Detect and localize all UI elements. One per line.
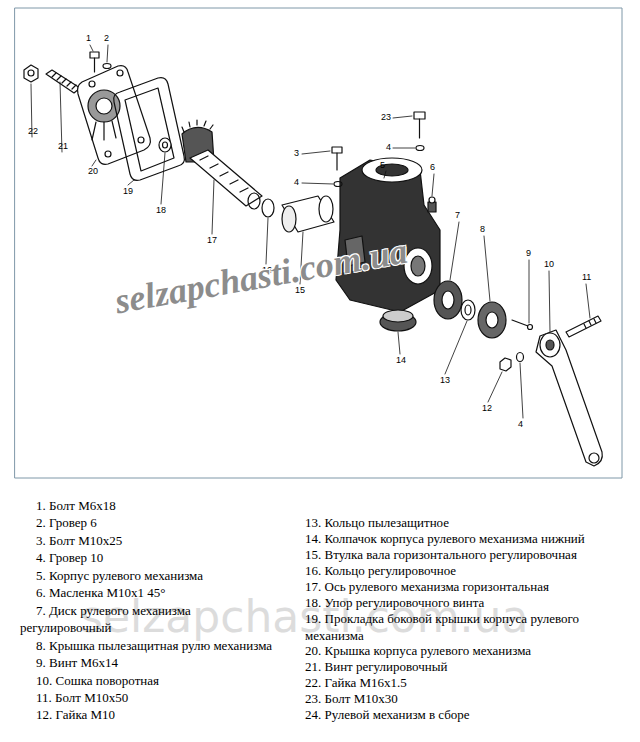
parts-list-item: 14. Колпачок корпуса рулевого механизма …: [305, 530, 625, 547]
lower-cap: [380, 310, 416, 331]
parts-list-item: 16. Кольцо регулировочное: [305, 562, 625, 579]
callout-number: 1: [86, 33, 91, 44]
callout-number: 14: [396, 355, 406, 366]
grease-fitting: [428, 197, 436, 212]
callout-number: 4: [294, 177, 299, 188]
parts-list-item: 22. Гайка М16х1.5: [305, 674, 625, 691]
parts-list-item: 7. Диск рулевого механизма регулировочны…: [20, 602, 260, 636]
parts-list-item: 15. Втулка вала горизонтального регулиро…: [305, 546, 625, 563]
parts-list-item: 3. Болт М10х25: [20, 532, 300, 549]
callout-number: 10: [544, 259, 554, 270]
bolt: [566, 316, 601, 337]
parts-list-item: 21. Винт регулировочный: [305, 658, 625, 675]
parts-list-item: 12. Гайка М10: [20, 706, 300, 723]
bolt: [332, 147, 342, 187]
dust-ring: [461, 300, 475, 320]
nut: [24, 65, 38, 82]
callout-number: 7: [455, 210, 460, 221]
bolt: [90, 52, 111, 72]
parts-list-item: 4. Гровер 10: [20, 549, 300, 566]
callout-number: 12: [482, 403, 492, 414]
parts-list-item: 23. Болт М10х30: [305, 690, 625, 707]
parts-list-item: 13. Кольцо пылезащитное: [305, 514, 625, 531]
parts-list-item: 6. Масленка М10х1 45°: [20, 584, 300, 601]
parts-list-item: 5. Корпус рулевого механизма: [20, 567, 300, 584]
callout-number: 2: [104, 33, 109, 44]
parts-list-item: 17. Ось рулевого механизма горизонтальна…: [305, 578, 625, 595]
adjusting-disc: [434, 281, 462, 319]
callout-number: 11: [582, 272, 591, 283]
callout-number: 19: [123, 186, 133, 197]
screw: [512, 320, 533, 330]
parts-list-item: 2. Гровер 6: [20, 514, 300, 531]
callout-number: 5: [380, 160, 385, 171]
callout-number: 21: [58, 141, 68, 152]
sector-shaft: [182, 120, 262, 209]
callout-number: 3: [294, 148, 299, 159]
adjusting-ring: [262, 199, 274, 217]
callout-number: 18: [156, 205, 166, 216]
parts-list-item: 20. Крышка корпуса рулевого механизма: [305, 642, 625, 659]
frame: [15, 8, 622, 478]
bolt: [414, 112, 425, 151]
parts-list-item: 1. Болт М6х18: [20, 497, 300, 514]
side-cover: [78, 66, 151, 165]
callout-number: 17: [207, 235, 217, 246]
callout-number: 20: [88, 166, 98, 177]
adjusting-screw: [46, 70, 80, 93]
leader-lines: [31, 45, 590, 418]
callout-number: 4: [518, 419, 523, 430]
callout-number: 9: [526, 248, 531, 259]
parts-list-item: 11. Болт М10х50: [20, 689, 300, 706]
callout-number: 23: [381, 112, 391, 123]
parts-list-item: 18. Упор регулировочного винта: [305, 594, 625, 611]
parts-list-item: 19. Прокладка боковой крышки корпуса рул…: [305, 610, 625, 644]
callout-number: 6: [430, 162, 435, 173]
parts-list-item: 8. Крышка пылезащитная рулю механизма: [20, 637, 300, 654]
callout-number: 4: [386, 142, 391, 153]
bushing: [282, 196, 334, 232]
gasket: [114, 78, 185, 181]
parts-list-item: 24. Рулевой механизм в сборе: [305, 706, 625, 723]
stop-ring: [159, 138, 171, 152]
callout-number: 13: [440, 375, 450, 386]
callout-number: 8: [480, 224, 485, 235]
callout-number: 22: [28, 126, 38, 137]
dust-cover: [478, 302, 506, 338]
parts-list-item: 9. Винт М6х14: [20, 654, 300, 671]
parts-list-item: 10. Сошка поворотная: [20, 672, 300, 689]
watermark: selzapchasti.com.ua: [112, 231, 410, 322]
steering-arm: [536, 330, 602, 466]
